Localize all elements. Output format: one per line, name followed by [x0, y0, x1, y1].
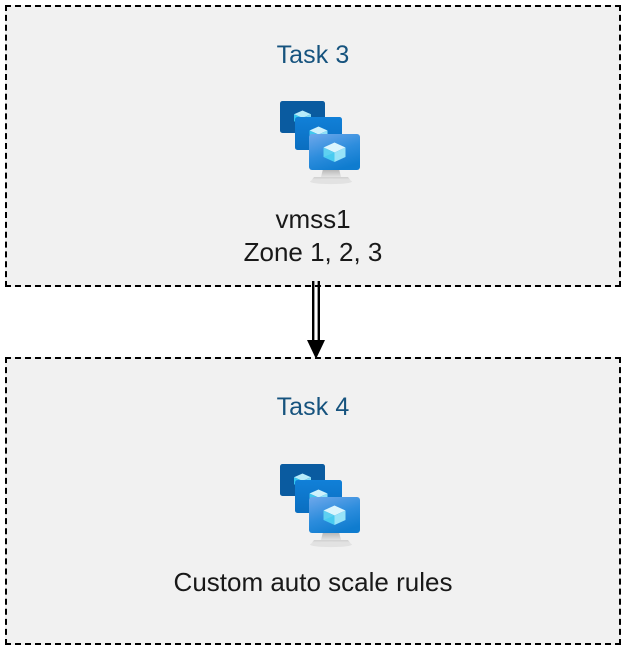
- task-box-title: Task 3: [276, 41, 350, 69]
- vmss-icon: [263, 89, 375, 193]
- caption-line: Custom auto scale rules: [173, 567, 453, 597]
- task-box-task-4[interactable]: Task 4: [5, 357, 621, 645]
- connector-arrow-task3-to-task4: [297, 281, 335, 361]
- task-box-caption: Custom auto scale rules: [7, 566, 619, 599]
- task-box-caption: vmss1 Zone 1, 2, 3: [7, 203, 619, 269]
- vmss-icon: [263, 452, 375, 556]
- task-box-title: Task 4: [276, 393, 350, 421]
- caption-line: Zone 1, 2, 3: [243, 237, 383, 267]
- task-box-task-3[interactable]: Task 3: [5, 5, 621, 287]
- caption-line: vmss1: [275, 204, 351, 234]
